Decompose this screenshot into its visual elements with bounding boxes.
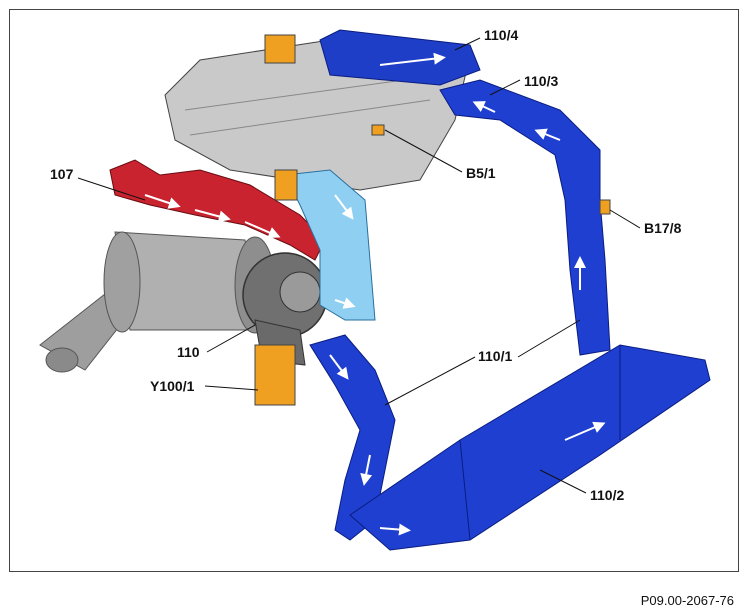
charge-air-pipe-left — [309, 334, 396, 541]
callout-110-4: 110/4 — [484, 27, 519, 43]
callout-b5-1: B5/1 — [466, 165, 496, 181]
callout-110-3: 110/3 — [524, 73, 559, 89]
leader-lines — [77, 37, 641, 494]
callout-y100-1: Y100/1 — [150, 378, 195, 394]
compressor-inlet-duct — [274, 169, 376, 321]
figure-reference-code: P09.00-2067-76 — [640, 593, 734, 608]
callout-b17-8: B17/8 — [644, 220, 682, 236]
charge-air-temperature-sensor-icon — [599, 199, 611, 215]
callout-107: 107 — [50, 166, 74, 182]
callout-110-2: 110/2 — [590, 487, 625, 503]
pressure-sensor-icon — [371, 124, 385, 136]
callout-110: 110 — [177, 344, 200, 360]
charge-air-pipe-right — [439, 79, 611, 356]
charge-air-cooler — [349, 344, 711, 551]
callout-110-1: 110/1 — [478, 348, 513, 364]
exhaust-filter-housing — [39, 231, 276, 373]
charge-air-distribution-pipe — [319, 29, 481, 86]
boost-pressure-actuator — [254, 344, 296, 406]
